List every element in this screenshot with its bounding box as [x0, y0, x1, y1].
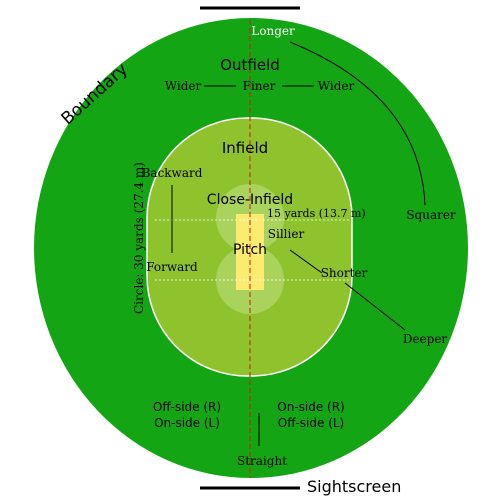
- sillier-label: Sillier: [268, 227, 305, 241]
- shorter-deeper-line: [344, 282, 406, 331]
- deeper-label: Deeper: [403, 332, 448, 346]
- close-infield-label: Close-Infield: [207, 192, 293, 208]
- squarer-arc: [289, 41, 426, 206]
- sightscreen-label: Sightscreen: [307, 477, 401, 496]
- backward-label: Backward: [142, 166, 203, 180]
- finer-label: Finer: [243, 79, 276, 93]
- wider-left-label: Wider: [165, 79, 202, 93]
- shorter-label: Shorter: [321, 266, 368, 280]
- squarer-label: Squarer: [406, 208, 456, 222]
- longer-label: Longer: [251, 24, 295, 38]
- onside-l-label: On-side (L): [154, 416, 220, 430]
- fifteen-yards-label: 15 yards (13.7 m): [267, 207, 366, 220]
- offside-l-label: Off-side (L): [278, 416, 345, 430]
- straight-label: Straight: [237, 454, 287, 468]
- wider-right-label: Wider: [318, 79, 355, 93]
- circle-distance-label: Circle: 30 yards (27.4 m): [132, 162, 146, 314]
- outfield-label: Outfield: [220, 56, 280, 74]
- offside-r-label: Off-side (R): [153, 400, 221, 414]
- forward-label: Forward: [146, 260, 198, 274]
- infield-label: Infield: [222, 139, 268, 157]
- pitch-label: Pitch: [233, 242, 267, 258]
- sillier-shorter-line: [289, 249, 323, 274]
- onside-r-label: On-side (R): [277, 400, 344, 414]
